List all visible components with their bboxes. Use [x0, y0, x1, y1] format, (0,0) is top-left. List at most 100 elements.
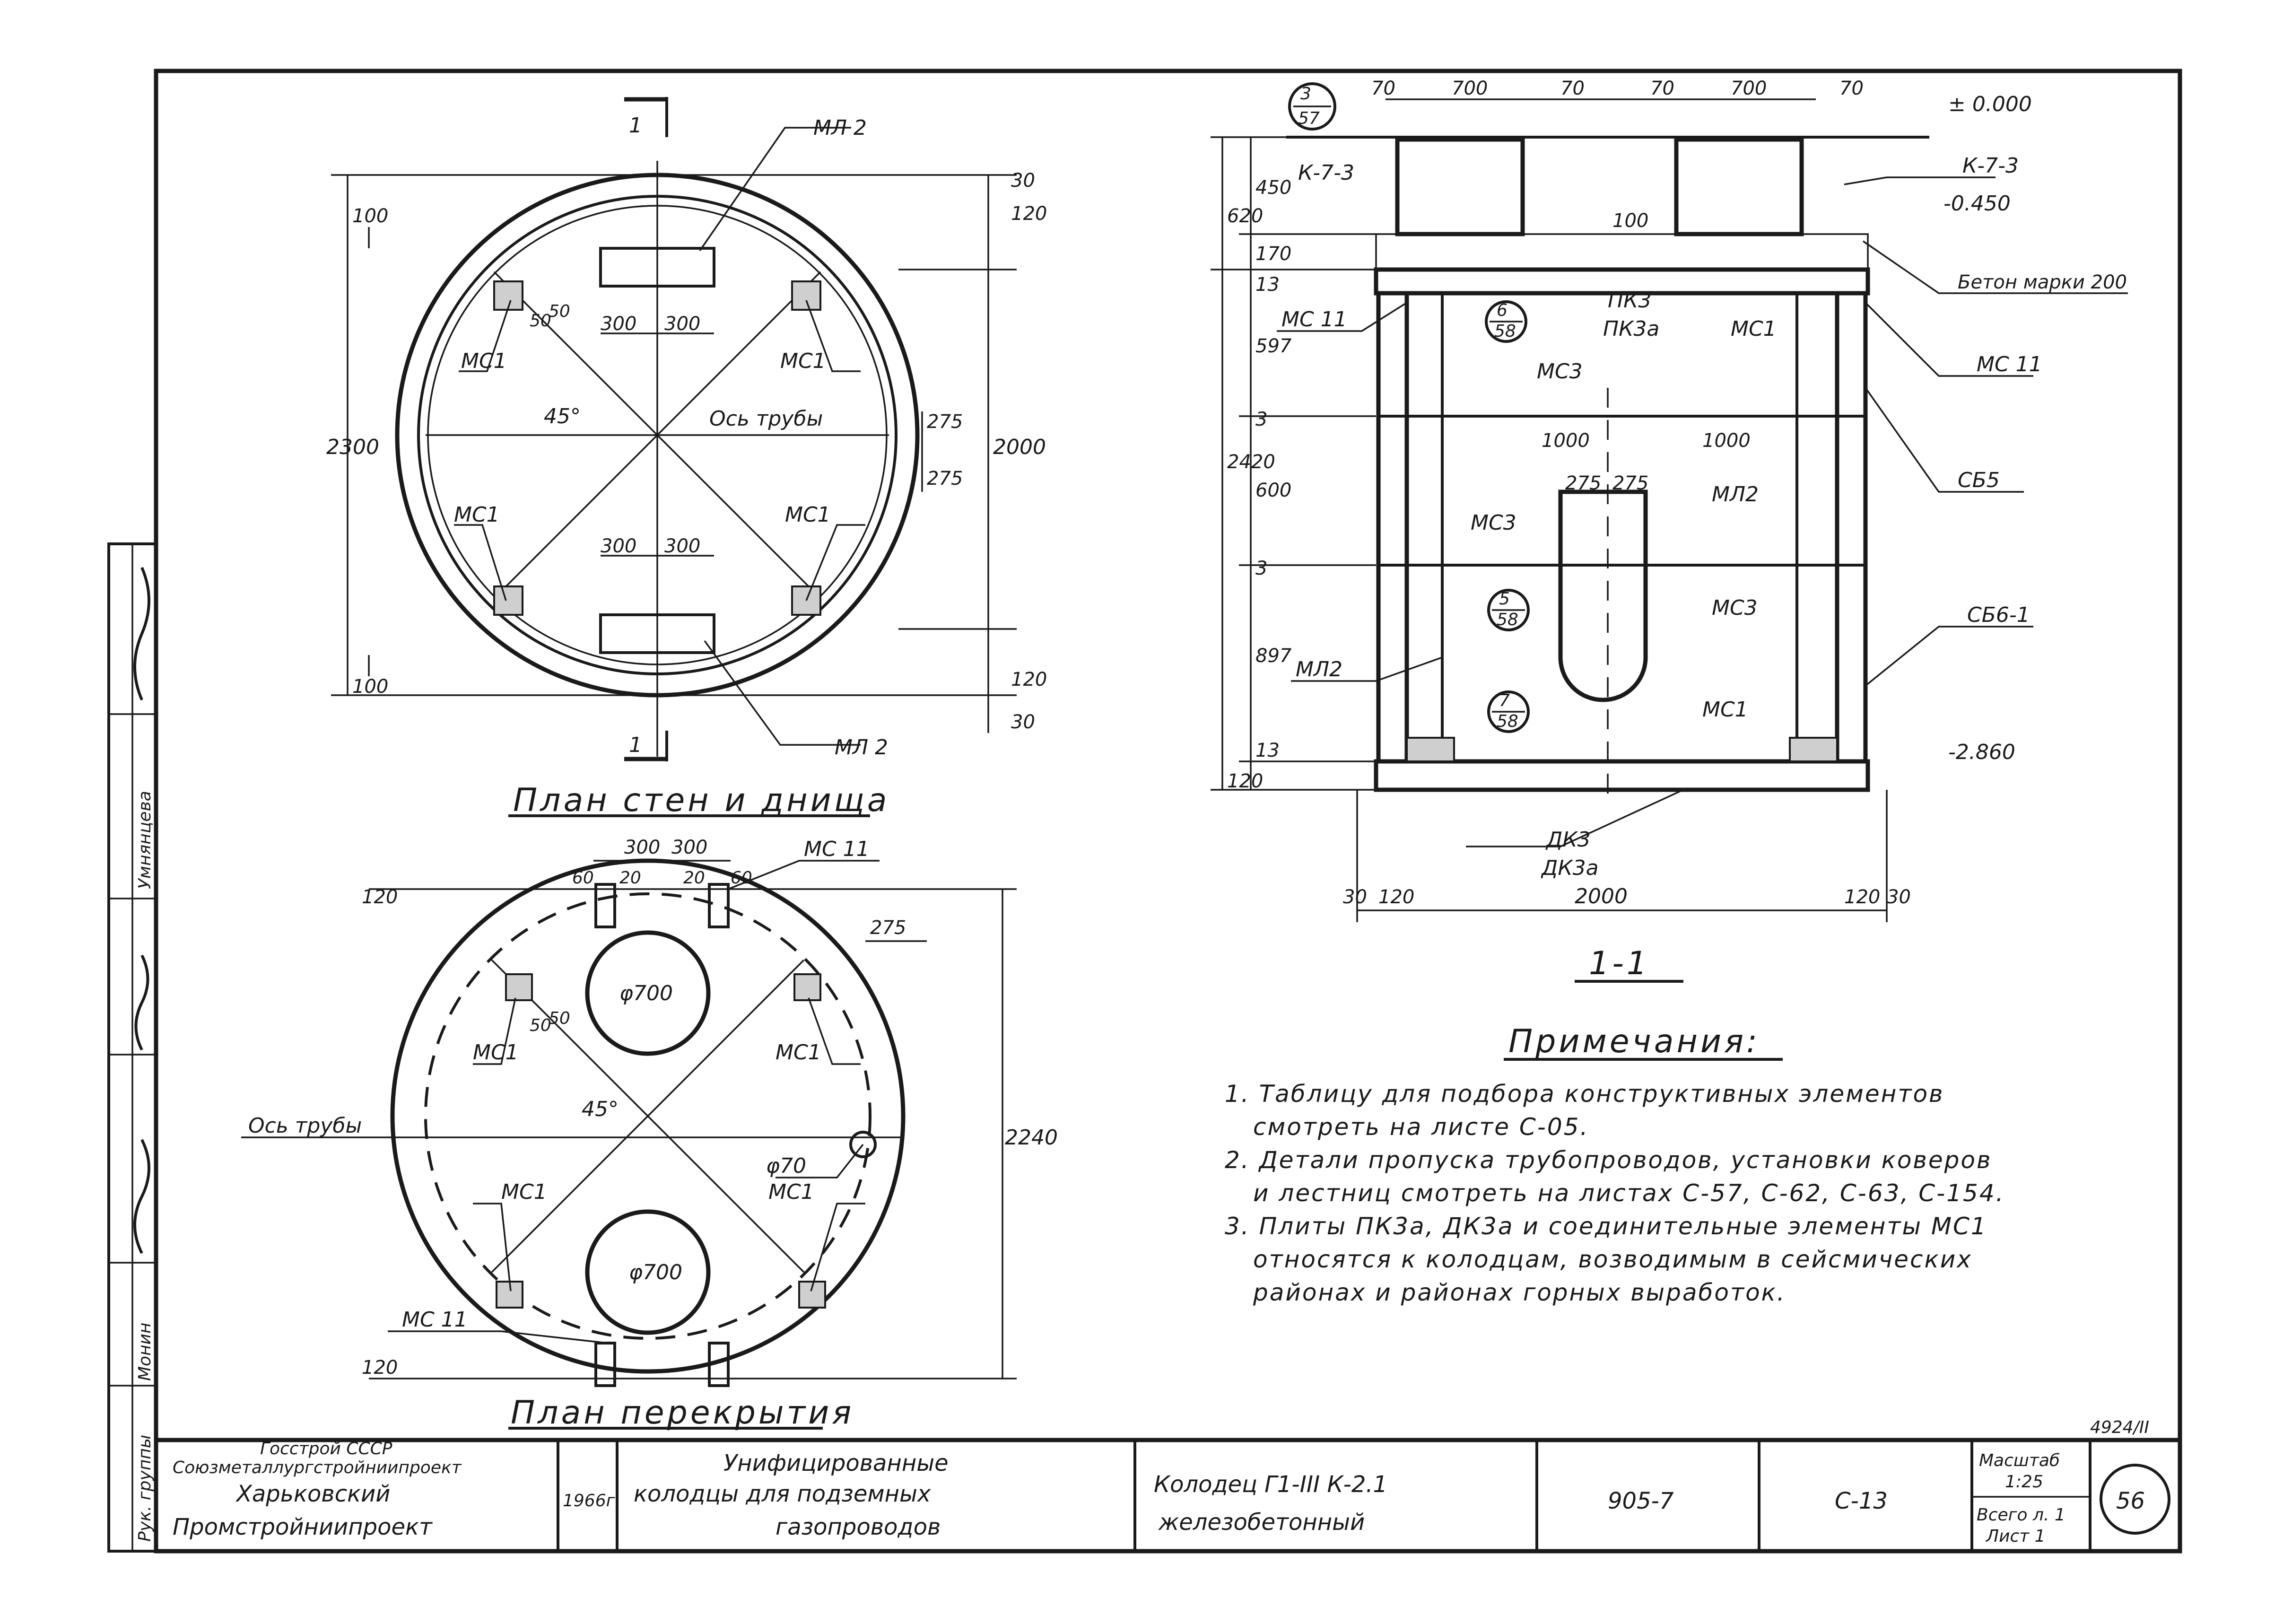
- label-dk3a: ДК3а: [1541, 856, 1599, 880]
- leader-line: [1844, 176, 1996, 185]
- mc11-connector: [594, 883, 616, 928]
- scale-value: 1:25: [2005, 1472, 2043, 1492]
- dim-text: 30: [1011, 711, 1035, 733]
- dim-text: 30: [1887, 886, 1911, 908]
- dim-text: 700: [1731, 78, 1767, 99]
- diag-line-2: [493, 271, 821, 599]
- dim-text: 600: [1255, 480, 1291, 501]
- dim-text: 300: [664, 535, 700, 557]
- dim-text: 3: [1255, 409, 1267, 430]
- angle-label: 45°: [544, 404, 581, 428]
- corner-code: 4924/II: [2090, 1418, 2149, 1437]
- side-stamp: Рук. группы Монин Умнянцева: [107, 542, 157, 1553]
- year: 1966г.: [563, 1491, 620, 1510]
- notes-title: Примечания:: [1508, 1023, 1760, 1060]
- pipe-opening: [1558, 489, 1648, 702]
- signature: [133, 1139, 150, 1254]
- neck-right: [1674, 137, 1804, 236]
- label-ml2: МЛ2: [1296, 657, 1342, 681]
- series-line: колодцы для подземных: [634, 1481, 931, 1507]
- series-line: газопроводов: [776, 1514, 941, 1540]
- diag-line-2: [491, 959, 805, 1273]
- signature: [133, 567, 150, 701]
- leader-line: [805, 524, 865, 601]
- wall-right: [1835, 291, 1868, 764]
- leader-line: [1291, 656, 1443, 682]
- dim-text: 700: [1452, 78, 1488, 99]
- mc1-connector: [493, 585, 523, 616]
- dim-text: 275: [927, 468, 963, 489]
- diameter-label: φ700: [629, 1260, 682, 1284]
- elevation-bottom: -2.860: [1948, 740, 2015, 764]
- label-mc11: МС 11: [804, 837, 870, 861]
- dim-text: 50: [530, 1016, 551, 1035]
- plan-cover-title: План перекрытия: [511, 1394, 854, 1432]
- label-mc1: МС1: [473, 1040, 519, 1065]
- label-mc1: МС1: [776, 1040, 821, 1065]
- org-line: Харьковский: [235, 1481, 390, 1507]
- drawing-name: железобетонный: [1158, 1509, 1365, 1536]
- note-line: районах и районах горных выработок.: [1253, 1279, 1786, 1306]
- section-1-1: [1211, 82, 2128, 983]
- stamp-name: Умнянцева: [135, 791, 155, 889]
- stamp-name: Монин: [135, 1322, 155, 1381]
- dim-text: 300: [601, 313, 636, 335]
- dim-text: 120: [1378, 886, 1414, 908]
- sheet-index: Лист 1: [1985, 1527, 2046, 1546]
- leader-line: [728, 860, 880, 890]
- label-cb5: СБ5: [1958, 468, 2000, 492]
- label-mc3: МС3: [1537, 359, 1583, 384]
- note-line: 3. Плиты ПК3а, ДК3а и соединительные эле…: [1225, 1213, 1987, 1240]
- dim-text: 70: [1560, 78, 1585, 99]
- dim-text: 20: [683, 868, 705, 888]
- label-pk3a: ПК3а: [1603, 317, 1659, 341]
- concrete-fill: [1406, 737, 1455, 762]
- mc1-connector: [505, 973, 533, 1001]
- mc1-connector: [798, 1281, 826, 1309]
- label-ml2: МЛ2: [1712, 482, 1759, 506]
- dim-text: 50: [530, 311, 551, 331]
- title-block: [156, 1438, 2180, 1551]
- callout-num: 7: [1499, 691, 1510, 710]
- label-mc3: МС3: [1712, 596, 1758, 620]
- leader-line: [704, 640, 861, 746]
- dim-text: 50: [549, 302, 570, 321]
- org-line: Промстройниипроект: [173, 1514, 433, 1540]
- label-mc1: МС1: [461, 349, 507, 373]
- callout-circle: [1485, 300, 1527, 343]
- label-mc11: МС 11: [1977, 352, 2042, 376]
- neck-base: [1375, 233, 1869, 271]
- scale-label: Масштаб: [1979, 1451, 2060, 1470]
- label-ml2: МЛ 2: [813, 116, 867, 140]
- label-dk3: ДК3: [1545, 828, 1591, 852]
- dim-text: 60: [731, 868, 752, 888]
- dim-text: 120: [362, 886, 398, 908]
- dim-text: 1000: [1702, 430, 1751, 452]
- dim-text: 2420: [1227, 451, 1275, 473]
- plan-walls-title: План стен и днища: [513, 782, 889, 819]
- label-k73: К-7-3: [1298, 161, 1354, 185]
- dim-text: 13: [1255, 740, 1280, 761]
- mc11-connector: [708, 1342, 730, 1387]
- sheet-code: С-13: [1835, 1488, 1888, 1514]
- callout-circle: [1288, 82, 1336, 131]
- angle-label: 45°: [582, 1097, 619, 1121]
- dim-text: 70: [1839, 78, 1864, 99]
- dim-2240: 2240: [1005, 1126, 1058, 1150]
- sheet-number: 56: [2116, 1488, 2145, 1514]
- dim-text: 1000: [1542, 430, 1590, 452]
- mc11-connector: [708, 883, 730, 928]
- dim-2300: 2300: [326, 435, 379, 459]
- signature: [134, 954, 149, 1051]
- leader-line: [1865, 302, 2033, 377]
- dim-text: 620: [1227, 205, 1263, 227]
- note-line: и лестниц смотреть на листах С-57, С-62,…: [1253, 1179, 2005, 1207]
- axis-label: Ось трубы: [709, 407, 823, 431]
- leader-line: [473, 997, 516, 1065]
- diameter-label: φ700: [619, 981, 673, 1005]
- leader-line: [459, 300, 512, 372]
- wall-dashed: [424, 892, 871, 1340]
- callout-den: 58: [1494, 322, 1516, 341]
- org-line: Союзметаллургстройниипроект: [173, 1458, 462, 1477]
